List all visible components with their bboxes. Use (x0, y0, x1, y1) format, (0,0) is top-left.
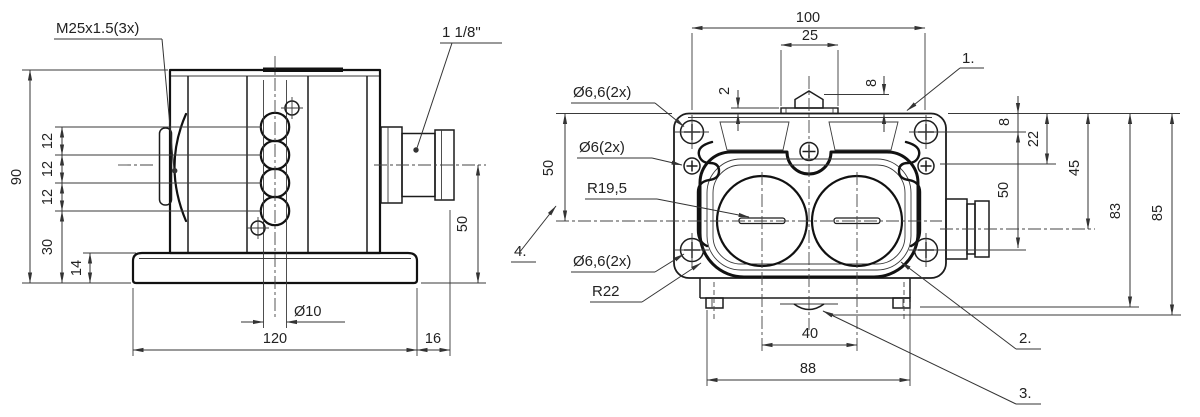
dim-dome-spacing: 40 (802, 326, 818, 342)
top-view: 100 25 2 8 8 (511, 10, 1181, 405)
dim-edge-to-feet: 83 (1108, 203, 1124, 219)
dim-clip-width: 25 (802, 28, 818, 44)
callout-item-2: 2. (1019, 330, 1032, 347)
dim-edge-to-connector-axis: 45 (1067, 160, 1083, 176)
dim-edge-to-hole-row: 8 (997, 118, 1013, 126)
screw-hole (909, 115, 943, 149)
callout-gland-thread: M25x1.5(3x) (56, 20, 139, 37)
dim-base-width: 120 (263, 331, 287, 347)
dim-clip-height: 8 (864, 79, 880, 87)
callout-small-holes: Ø6(2x) (579, 139, 625, 156)
callout-cover-radius: R22 (592, 283, 620, 300)
screw-hole (675, 115, 709, 149)
front-view-small-screws (247, 97, 303, 239)
dim-lower-body-width: 88 (800, 361, 816, 377)
dim-left-spacing: 50 (541, 160, 557, 176)
leader-dot (413, 147, 419, 153)
small-hole (683, 157, 701, 175)
screw-hole (675, 233, 709, 267)
screw-hole (909, 233, 943, 267)
dim-slot-diameter: Ø10 (294, 304, 321, 320)
dim-overall-height: 90 (9, 169, 25, 185)
front-view: 90 12 12 12 30 14 Ø10 120 16 50 (9, 20, 502, 356)
dim-hole-pitch-c: 12 (40, 189, 56, 205)
top-view-callouts: Ø6,6(2x) Ø6(2x) R19,5 Ø6,6(2x) R22 4. 1.… (511, 50, 1041, 405)
callout-item-3: 3. (1019, 385, 1032, 402)
dim-base-height: 14 (69, 260, 85, 276)
dim-hole-row-spacing: 50 (996, 182, 1012, 198)
front-view-part-outline (131, 67, 419, 285)
small-hole (917, 157, 935, 175)
dim-edge-to-small-holes: 22 (1026, 131, 1042, 147)
callout-corner-holes-lower: Ø6,6(2x) (573, 253, 631, 270)
dim-plate-offset: 2 (717, 87, 733, 95)
top-view-dimensions: 100 25 2 8 8 (541, 10, 1181, 386)
dim-overall-width: 100 (796, 10, 820, 26)
callout-connector-size: 1 1/8" (442, 24, 481, 41)
front-view-dimensions: 90 12 12 12 30 14 Ø10 120 16 50 (9, 69, 486, 356)
dim-hole-pitch-a: 12 (40, 133, 56, 149)
dim-hole-pitch-b: 12 (40, 161, 56, 177)
dim-lowest-hole-to-base: 30 (40, 239, 56, 255)
front-view-centerlines (55, 56, 486, 318)
dim-overall-depth: 85 (1150, 205, 1166, 221)
front-view-cable-gland (158, 112, 188, 223)
dim-connector-axis-height: 50 (455, 216, 471, 232)
callout-item-1: 1. (962, 50, 975, 67)
callout-corner-holes-upper: Ø6,6(2x) (573, 84, 631, 101)
leader-dot (172, 168, 178, 174)
dim-connector-overhang: 16 (425, 331, 441, 347)
top-view-rail-clip (719, 90, 899, 151)
callout-dome-radius: R19,5 (587, 180, 627, 197)
front-view-callouts: M25x1.5(3x) 1 1/8" (54, 20, 502, 174)
